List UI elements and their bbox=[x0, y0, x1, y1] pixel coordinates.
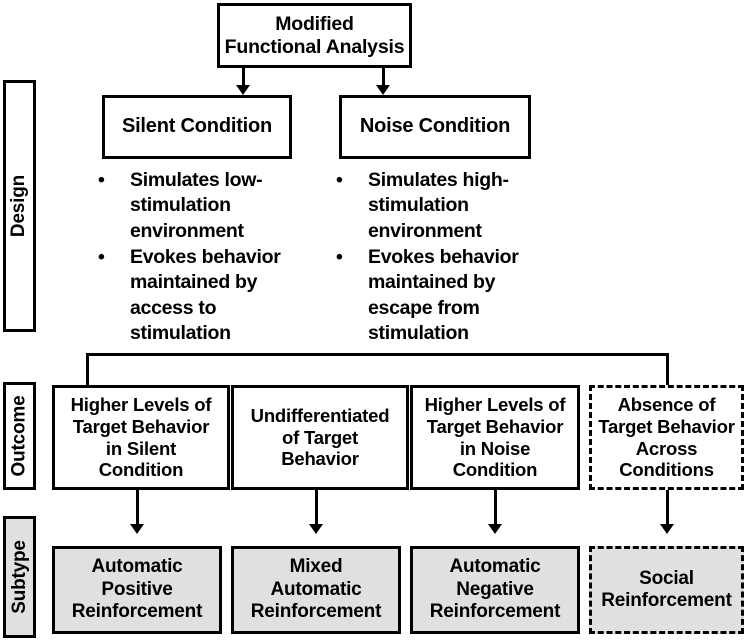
bullet-glyph: • bbox=[336, 169, 343, 191]
bullet-list-silent: • Simulates low- stimulation environment… bbox=[96, 168, 311, 347]
node-silent-condition-label: Silent Condition bbox=[121, 115, 273, 138]
list-item-text: Simulates low- stimulation environment bbox=[130, 169, 263, 242]
node-subtype-automatic-negative[interactable]: Automatic Negative Reinforcement bbox=[410, 546, 580, 634]
arrowhead-root-to-noise bbox=[376, 85, 390, 95]
node-modified-functional-analysis-label: Modified Functional Analysis bbox=[224, 12, 405, 58]
list-item: • Evokes behavior maintained by access t… bbox=[96, 245, 311, 346]
node-outcome-higher-noise[interactable]: Higher Levels of Target Behavior in Nois… bbox=[410, 385, 580, 490]
band-subtype-label: Subtype bbox=[8, 540, 30, 614]
band-subtype: Subtype bbox=[3, 516, 36, 638]
connector-bracket-rail bbox=[86, 353, 669, 356]
connector-outcome2-to-subtype2 bbox=[315, 490, 318, 527]
node-outcome-higher-noise-label: Higher Levels of Target Behavior in Nois… bbox=[424, 393, 566, 481]
band-design-label: Design bbox=[8, 174, 30, 238]
node-subtype-automatic-positive-label: Automatic Positive Reinforcement bbox=[71, 556, 203, 623]
node-outcome-absence[interactable]: Absence of Target Behavior Across Condit… bbox=[589, 385, 744, 490]
connector-bracket-drop-4 bbox=[666, 353, 669, 385]
node-noise-condition[interactable]: Noise Condition bbox=[339, 95, 531, 159]
arrowhead-outcome3-to-subtype3 bbox=[488, 524, 502, 534]
bullet-list-noise: • Simulates high- stimulation environmen… bbox=[334, 168, 549, 347]
connector-outcome4-to-subtype4 bbox=[666, 490, 669, 527]
connector-root-to-silent bbox=[242, 68, 245, 88]
node-subtype-social[interactable]: Social Reinforcement bbox=[589, 546, 744, 634]
band-outcome: Outcome bbox=[3, 382, 36, 490]
arrowhead-outcome2-to-subtype2 bbox=[309, 524, 323, 534]
arrowhead-outcome1-to-subtype1 bbox=[130, 524, 144, 534]
arrowhead-outcome4-to-subtype4 bbox=[660, 524, 674, 534]
arrowhead-root-to-silent bbox=[236, 85, 250, 95]
bullet-glyph: • bbox=[98, 169, 105, 191]
node-outcome-higher-silent-label: Higher Levels of Target Behavior in Sile… bbox=[70, 393, 212, 481]
list-item: • Simulates low- stimulation environment bbox=[96, 168, 311, 244]
list-item-text: Simulates high- stimulation environment bbox=[368, 169, 509, 242]
node-subtype-automatic-positive[interactable]: Automatic Positive Reinforcement bbox=[52, 546, 222, 634]
node-subtype-mixed-automatic-label: Mixed Automatic Reinforcement bbox=[250, 556, 382, 623]
node-silent-condition[interactable]: Silent Condition bbox=[102, 95, 292, 159]
list-item: • Simulates high- stimulation environmen… bbox=[334, 168, 549, 244]
connector-bracket-drop-1 bbox=[86, 353, 89, 385]
node-outcome-undifferentiated-label: Undifferentiated of Target Behavior bbox=[250, 404, 390, 470]
node-noise-condition-label: Noise Condition bbox=[359, 115, 511, 138]
node-outcome-absence-label: Absence of Target Behavior Across Condit… bbox=[598, 393, 735, 481]
connector-outcome1-to-subtype1 bbox=[136, 490, 139, 527]
node-subtype-automatic-negative-label: Automatic Negative Reinforcement bbox=[429, 556, 561, 623]
list-item-text: Evokes behavior maintained by access to … bbox=[130, 246, 281, 345]
connector-root-to-noise bbox=[382, 68, 385, 88]
connector-outcome3-to-subtype3 bbox=[494, 490, 497, 527]
node-outcome-higher-silent[interactable]: Higher Levels of Target Behavior in Sile… bbox=[52, 385, 230, 490]
bullet-glyph: • bbox=[336, 246, 343, 269]
band-design: Design bbox=[3, 80, 36, 332]
node-modified-functional-analysis[interactable]: Modified Functional Analysis bbox=[217, 3, 412, 68]
list-item-text: Evokes behavior maintained by escape fro… bbox=[368, 246, 519, 345]
node-outcome-undifferentiated[interactable]: Undifferentiated of Target Behavior bbox=[231, 385, 409, 490]
node-subtype-social-label: Social Reinforcement bbox=[601, 567, 732, 611]
bullet-glyph: • bbox=[98, 246, 105, 269]
band-outcome-label: Outcome bbox=[8, 395, 30, 477]
node-subtype-mixed-automatic[interactable]: Mixed Automatic Reinforcement bbox=[231, 546, 401, 634]
list-item: • Evokes behavior maintained by escape f… bbox=[334, 245, 549, 346]
